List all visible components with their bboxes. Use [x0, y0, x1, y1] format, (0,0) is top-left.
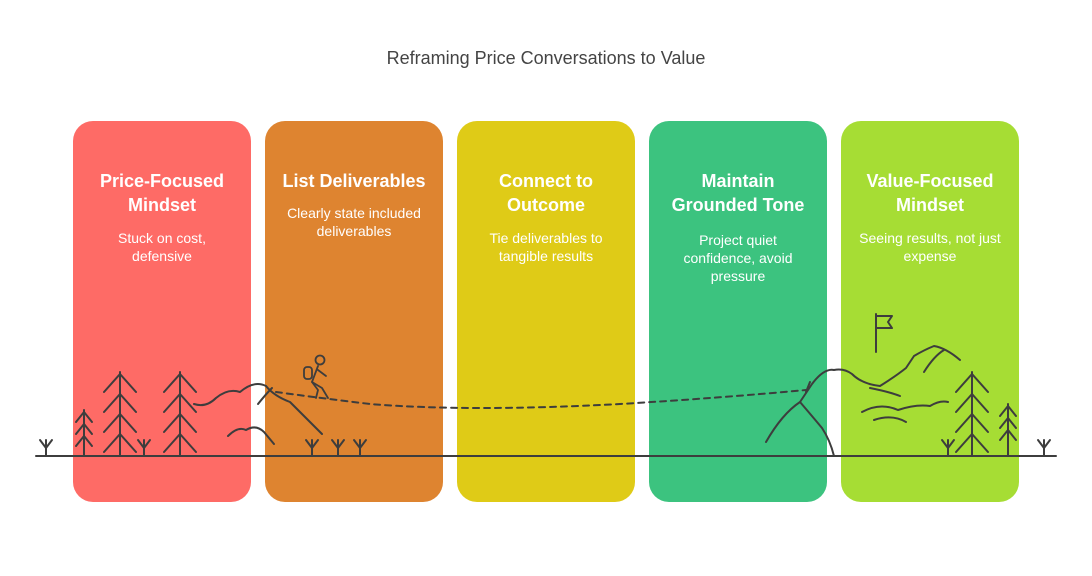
stage-description: Seeing results, not just expense	[859, 230, 1001, 264]
mountain-outline	[923, 349, 945, 373]
mountain-outline	[873, 416, 907, 423]
hill-outline	[257, 387, 273, 405]
pine-tree-icon	[163, 371, 197, 457]
stage-heading: List Deliverables	[282, 171, 426, 191]
stage-card-price-focused: Price-Focused Mindset Stuck on cost, def…	[73, 121, 251, 502]
diagram-title: Reframing Price Conversations to Value	[386, 48, 706, 68]
sprout-icon	[331, 439, 345, 457]
hiker-icon	[303, 354, 329, 399]
journey-path	[275, 389, 807, 409]
sprout-icon	[137, 439, 151, 457]
sprout-icon	[305, 439, 319, 457]
mountain-outline	[799, 401, 835, 457]
hill-outline	[193, 383, 323, 435]
stage-heading: Value-Focused Mindset	[866, 171, 994, 215]
stage-description: Clearly state included deliverables	[287, 205, 421, 239]
pine-tree-icon	[955, 371, 989, 457]
stage-description: Stuck on cost, defensive	[118, 230, 206, 264]
stage-heading: Connect to Outcome	[499, 171, 593, 215]
sprout-icon	[39, 439, 53, 457]
mountain-outline	[765, 345, 961, 443]
stage-heading: Price-Focused Mindset	[99, 171, 225, 215]
sprout-icon	[353, 439, 367, 457]
sprout-icon	[941, 439, 955, 457]
stage-description: Project quiet confidence, avoid pressure	[683, 232, 793, 284]
pine-tree-icon	[75, 409, 93, 457]
sprout-icon	[1037, 439, 1051, 457]
stage-description: Tie deliverables to tangible results	[489, 230, 603, 264]
mountain-outline	[805, 381, 811, 393]
flag-icon	[875, 313, 893, 353]
stage-heading: Maintain Grounded Tone	[671, 171, 805, 215]
mountain-outline	[869, 387, 901, 397]
pine-tree-icon	[999, 403, 1017, 457]
stage-card-grounded-tone: Maintain Grounded Tone Project quiet con…	[649, 121, 827, 502]
mountain-outline	[861, 400, 949, 413]
stage-card-value-focused: Value-Focused Mindset Seeing results, no…	[841, 121, 1019, 502]
stage-card-list-deliverables: List Deliverables Clearly state included…	[265, 121, 443, 502]
hill-outline	[227, 426, 275, 445]
stage-card-connect-outcome: Connect to Outcome Tie deliverables to t…	[457, 121, 635, 502]
pine-tree-icon	[103, 371, 137, 457]
